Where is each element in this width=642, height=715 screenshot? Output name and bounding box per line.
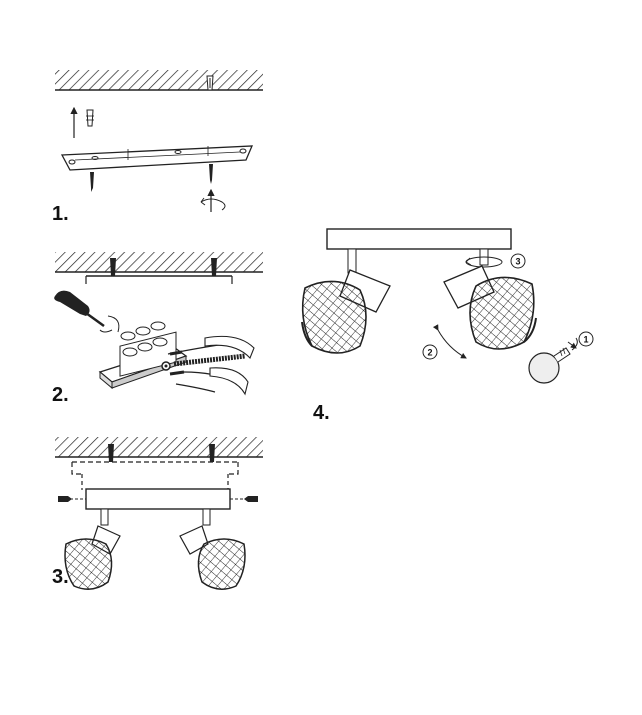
canopy-bar xyxy=(326,228,512,250)
mesh-shade-icon xyxy=(179,525,246,590)
screw-icon xyxy=(108,444,114,462)
terminal-block-icon xyxy=(98,321,188,390)
wire-icon xyxy=(167,341,246,393)
step-2-figure xyxy=(54,252,263,396)
canopy-bar xyxy=(85,488,231,510)
mesh-shade-icon xyxy=(301,269,391,354)
rotate-arrow-icon xyxy=(200,197,226,211)
wire-icon xyxy=(204,335,255,360)
rotate-arrow-icon: 3 xyxy=(465,253,526,269)
mounting-bracket xyxy=(60,145,254,171)
ceiling-hatch-icon xyxy=(55,70,263,90)
step-4-label: 4. xyxy=(313,402,330,424)
step-1-label: 1. xyxy=(52,203,69,225)
light-bulb-icon: 1 xyxy=(528,331,594,384)
screw-icon xyxy=(90,172,94,192)
mesh-shade-icon xyxy=(443,265,537,350)
step-3-figure xyxy=(55,437,263,590)
callout-rotate: 3 xyxy=(515,257,520,267)
callout-bulb: 1 xyxy=(583,335,588,345)
screwdriver-icon xyxy=(54,290,120,333)
screw-icon xyxy=(230,496,258,502)
screw-icon xyxy=(211,258,217,276)
screw-icon xyxy=(209,444,215,462)
step-3-label: 3. xyxy=(52,566,69,588)
callout-tilt: 2 xyxy=(427,348,432,358)
wire-icon xyxy=(209,367,249,396)
step-1-figure xyxy=(55,70,263,212)
step-4-figure: 3 2 1 xyxy=(301,228,594,384)
tilt-arrow-icon: 2 xyxy=(422,324,467,360)
step-2-label: 2. xyxy=(52,384,69,406)
screw-icon xyxy=(58,496,86,502)
ceiling-hatch-icon xyxy=(55,437,263,457)
screw-icon xyxy=(209,164,213,184)
wall-plug-icon xyxy=(206,75,214,91)
ceiling-hatch-icon xyxy=(55,252,263,272)
mesh-shade-icon xyxy=(64,525,121,590)
wall-plug-icon xyxy=(86,109,94,127)
screw-icon xyxy=(110,258,116,276)
